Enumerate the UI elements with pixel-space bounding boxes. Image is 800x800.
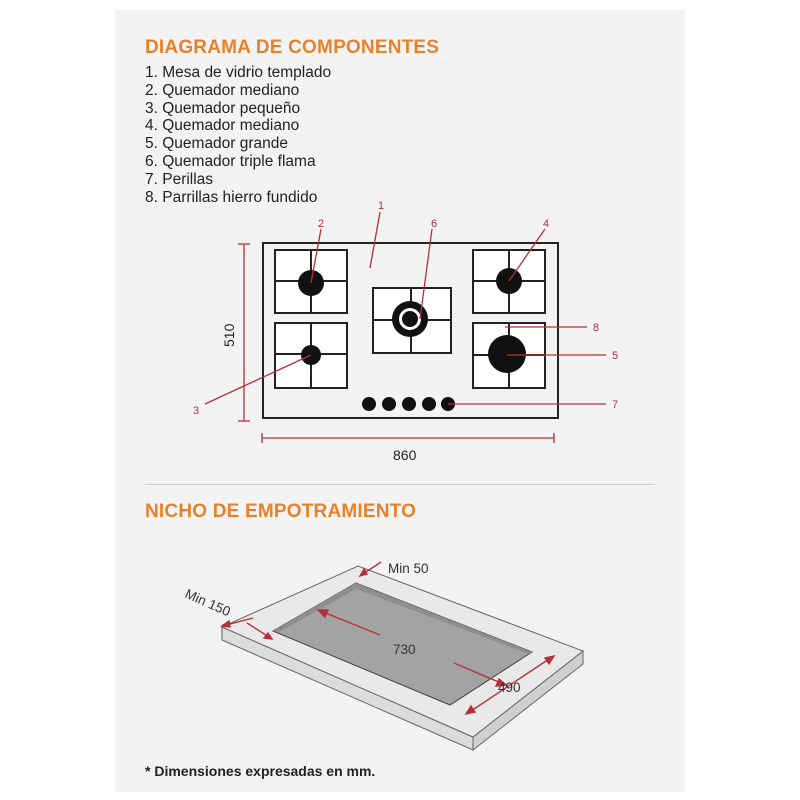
callout-5: 5 <box>612 350 618 362</box>
min-front-label: Min 150 <box>183 586 233 619</box>
knob <box>382 397 396 411</box>
depth-label: 490 <box>498 680 521 695</box>
knob <box>422 397 436 411</box>
min-back-label: Min 50 <box>388 561 429 576</box>
width-dimension: 860 <box>393 447 417 463</box>
niche-drawing <box>220 565 585 752</box>
list-item: 2. Quemador mediano <box>145 81 300 99</box>
callout-1: 1 <box>378 200 384 212</box>
list-item: 5. Quemador grande <box>145 135 289 153</box>
burner-large <box>488 335 526 373</box>
callout-2: 2 <box>318 218 324 230</box>
callout-6: 6 <box>431 218 437 230</box>
components-list: 1. Mesa de vidrio templado 2. Quemador m… <box>145 64 331 206</box>
list-item: 6. Quemador triple flama <box>145 152 316 170</box>
grate-top-left <box>274 249 348 314</box>
list-item: 7. Perillas <box>145 170 214 188</box>
niche-title: NICHO DE EMPOTRAMIENTO <box>145 501 417 522</box>
callout-8: 8 <box>593 322 599 334</box>
grate-center <box>372 287 452 354</box>
niche-dimension-arrows <box>220 561 556 716</box>
footnote: * Dimensiones expresadas en mm. <box>145 763 376 779</box>
list-item: 8. Parrillas hierro fundido <box>145 188 318 206</box>
glass-table-outline <box>262 242 559 419</box>
callout-3: 3 <box>193 405 199 417</box>
grate-top-right <box>472 249 546 314</box>
callout-lines <box>204 211 606 443</box>
knob <box>402 397 416 411</box>
components-title: DIAGRAMA DE COMPONENTES <box>145 37 440 58</box>
callout-7: 7 <box>612 399 618 411</box>
list-item: 3. Quemador pequeño <box>145 99 301 117</box>
length-label: 730 <box>393 642 416 657</box>
list-item: 4. Quemador mediano <box>145 117 300 135</box>
height-dimension: 510 <box>221 323 237 347</box>
callout-4: 4 <box>543 218 549 230</box>
knob <box>362 397 376 411</box>
section-divider <box>145 484 655 485</box>
list-item: 1. Mesa de vidrio templado <box>145 64 332 81</box>
knobs <box>362 397 455 411</box>
